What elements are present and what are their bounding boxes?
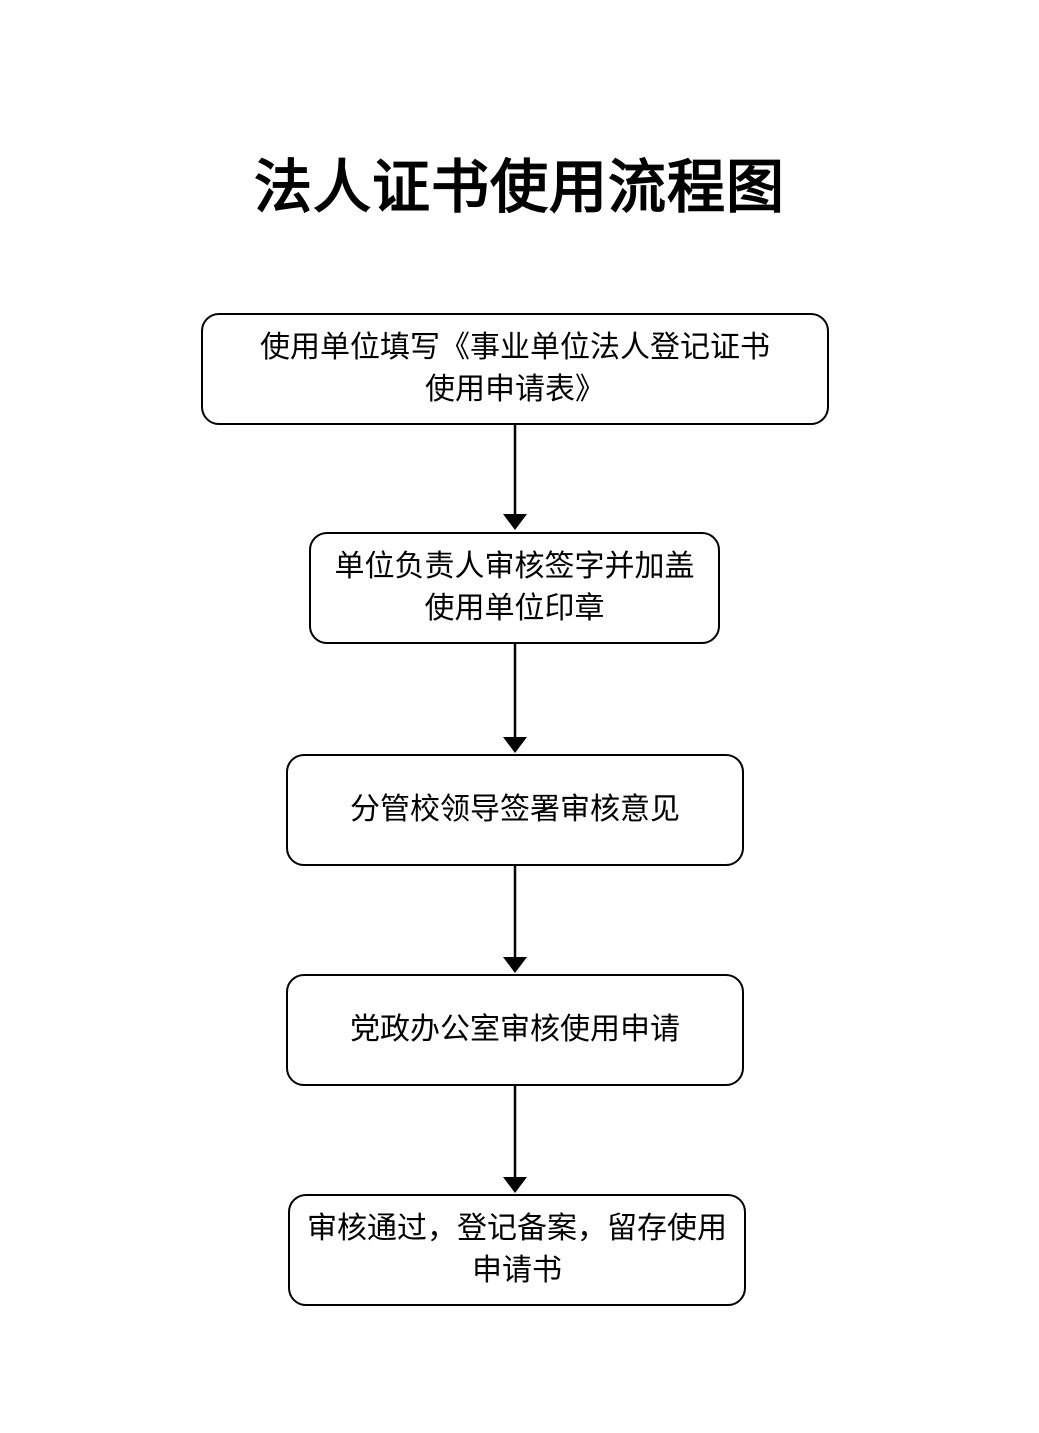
step-2-box: 单位负责人审核签字并加盖 使用单位印章 bbox=[309, 532, 720, 644]
step-3-box: 分管校领导签署审核意见 bbox=[286, 754, 744, 866]
arrow-2 bbox=[503, 644, 527, 753]
step-3-text: 分管校领导签署审核意见 bbox=[350, 792, 680, 827]
arrow-4 bbox=[503, 1086, 527, 1193]
step-5-text: 审核通过，登记备案，留存使用 申请书 bbox=[307, 1211, 727, 1288]
step-2-text: 单位负责人审核签字并加盖 使用单位印章 bbox=[334, 549, 695, 626]
step-5-box: 审核通过，登记备案，留存使用 申请书 bbox=[288, 1194, 746, 1306]
step-4-text: 党政办公室审核使用申请 bbox=[350, 1012, 680, 1047]
arrow-3 bbox=[503, 866, 527, 973]
step-1-text: 使用单位填写《事业单位法人登记证书 使用申请表》 bbox=[260, 330, 770, 407]
step-4-box: 党政办公室审核使用申请 bbox=[286, 974, 744, 1086]
arrow-1 bbox=[503, 425, 527, 530]
step-1-box: 使用单位填写《事业单位法人登记证书 使用申请表》 bbox=[201, 313, 829, 425]
page-title: 法人证书使用流程图 bbox=[253, 153, 785, 221]
